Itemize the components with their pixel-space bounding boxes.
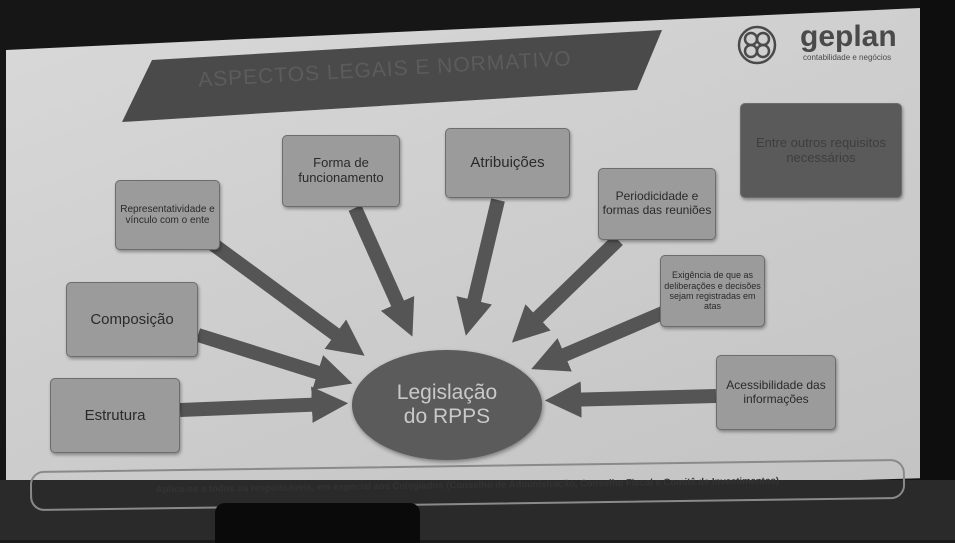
box-exigencia-label: Exigência de que as deliberações e decis… (664, 270, 761, 312)
box-atribuicoes-label: Atribuições (470, 154, 545, 172)
geplan-logo-icon (737, 25, 777, 65)
box-acessibilidade-label: Acessibilidade das informações (726, 377, 826, 406)
arrow-acessibilidade (544, 381, 717, 418)
arrow-representatividade (205, 236, 365, 356)
box-exigencia: Exigência de que as deliberações e decis… (660, 255, 765, 327)
box-periodicidade-label: Periodicidade e formas das reuniões (602, 189, 712, 217)
center-line-1: Legislação (396, 380, 498, 404)
arrow-atribuicoes (456, 198, 505, 336)
footer-text: Aplica-se a todos os responsáveis, em es… (155, 475, 780, 495)
arrow-composicao (195, 328, 353, 390)
arrow-exigencia (531, 305, 668, 372)
box-atribuicoes: Atribuições (445, 128, 570, 198)
box-periodicidade: Periodicidade e formas das reuniões (598, 168, 716, 240)
box-representatividade-label: Representatividade e vínculo com o ente (120, 203, 215, 227)
screen-edge-shadow (920, 0, 955, 540)
arrow-estrutura (179, 386, 349, 423)
box-entre-outros: Entre outros requisitos necessários (740, 103, 902, 198)
audience-head-silhouette (215, 503, 420, 543)
box-estrutura: Estrutura (50, 378, 180, 453)
room-floor (0, 480, 955, 540)
box-composicao-label: Composição (90, 310, 174, 328)
box-forma-de-funcionamento: Forma de funcionamento (282, 135, 400, 207)
center-line-2: do RPPS (403, 405, 491, 428)
box-representatividade: Representatividade e vínculo com o ente (115, 180, 220, 250)
box-acessibilidade: Acessibilidade das informações (716, 355, 836, 430)
center-legislacao: Legislação do RPPS (352, 350, 542, 460)
arrow-forma (348, 205, 415, 337)
box-forma-label: Forma de funcionamento (298, 155, 384, 185)
box-estrutura-label: Estrutura (84, 406, 146, 424)
logo-subtitle: contabilidade e negócios (803, 53, 892, 62)
arrow-periodicidade (511, 234, 623, 343)
box-entre-outros-label: Entre outros requisitos necessários (755, 134, 887, 165)
logo-wordmark: geplan (800, 20, 897, 53)
box-composicao: Composição (66, 282, 198, 357)
